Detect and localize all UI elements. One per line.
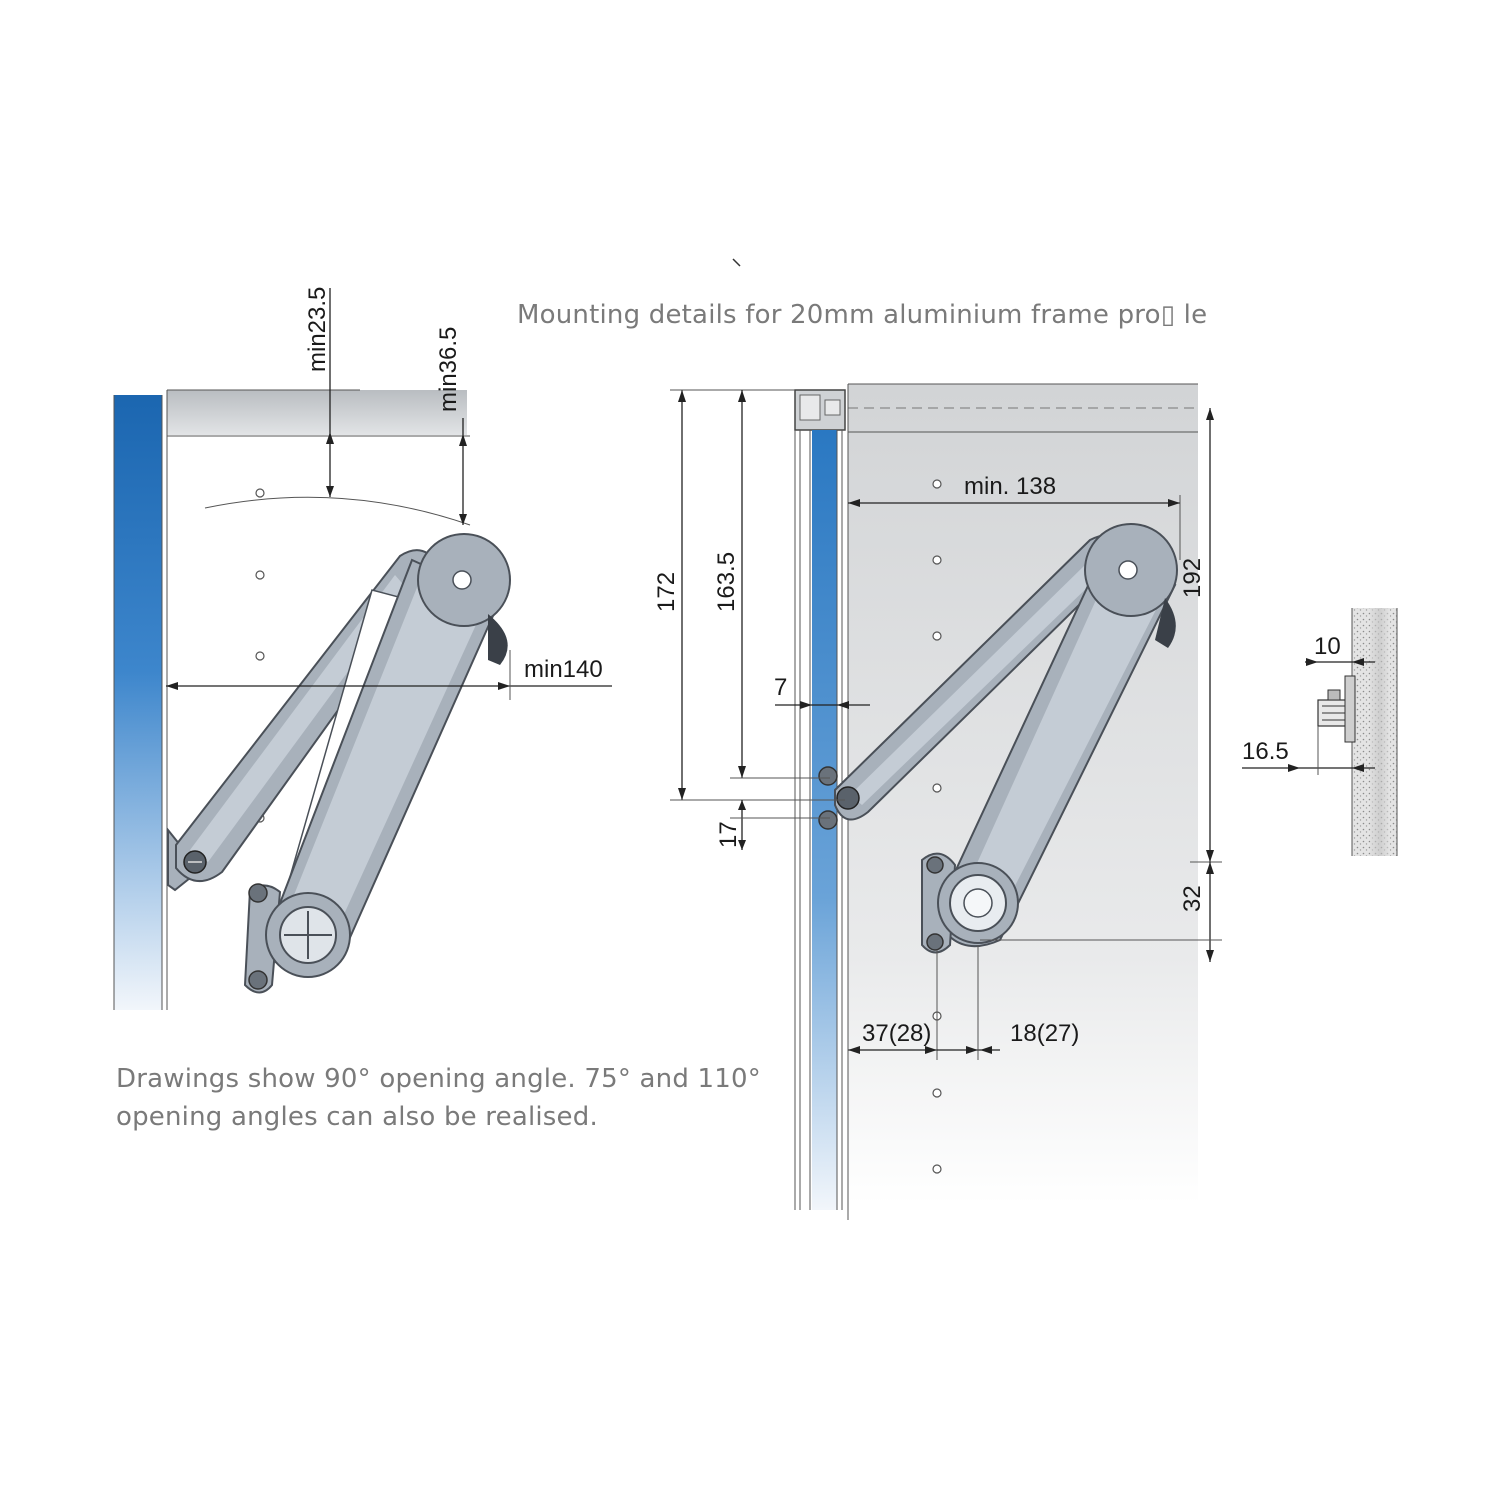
dim-163-5: 163.5 <box>713 390 830 779</box>
door-panel-left <box>114 395 162 1010</box>
label-10: 10 <box>1314 633 1341 660</box>
door-swing-arc <box>204 496 471 526</box>
dim-18-27: 18(27) <box>937 945 1079 1060</box>
dim-32: 32 <box>980 862 1222 962</box>
cabinet-top-left <box>167 390 467 435</box>
dim-172: 172 <box>653 389 845 801</box>
opening-angle-note: Drawings show 90° opening angle. 75° and… <box>116 1064 761 1132</box>
dim-min36-5: min36.5 <box>435 327 467 525</box>
label-17: 17 <box>715 821 742 848</box>
label-min23-5: min23.5 <box>304 287 331 372</box>
screw-fitting-detail <box>1317 675 1356 743</box>
lift-arm-center <box>818 523 1178 954</box>
lift-arm-left <box>167 533 511 994</box>
dim-min140: min140 <box>166 650 612 700</box>
label-172: 172 <box>653 572 680 612</box>
stray-mark <box>732 258 741 267</box>
label-37-28: 37(28) <box>862 1020 931 1047</box>
label-192: 192 <box>1179 558 1206 598</box>
label-7: 7 <box>774 674 787 701</box>
right-detail-drawing: 10 16.5 <box>1242 608 1398 856</box>
dim-16-5: 16.5 <box>1242 726 1375 775</box>
label-min138: min. 138 <box>964 473 1056 500</box>
dim-10: 10 <box>1305 633 1375 666</box>
dim-192: 192 <box>1179 408 1222 863</box>
mounting-hole-marks-center <box>932 479 942 1174</box>
dim-17: 17 <box>715 800 830 850</box>
label-18-27: 18(27) <box>1010 1020 1079 1047</box>
center-drawing: 172 163.5 7 17 min. 138 <box>653 383 1222 1220</box>
diagram-title: Mounting details for 20mm aluminium fram… <box>517 300 1208 330</box>
dim-7: 7 <box>774 674 870 709</box>
dim-37-28: 37(28) <box>847 950 938 1065</box>
left-drawing: min23.5 min36.5 min140 <box>113 287 612 1010</box>
label-163-5: 163.5 <box>713 552 740 612</box>
label-16-5: 16.5 <box>1242 738 1289 765</box>
label-min140: min140 <box>524 656 603 683</box>
dim-min138: min. 138 <box>848 473 1181 560</box>
label-min36-5: min36.5 <box>435 327 462 412</box>
dim-min23-5: min23.5 <box>304 287 334 497</box>
label-32: 32 <box>1179 885 1206 912</box>
